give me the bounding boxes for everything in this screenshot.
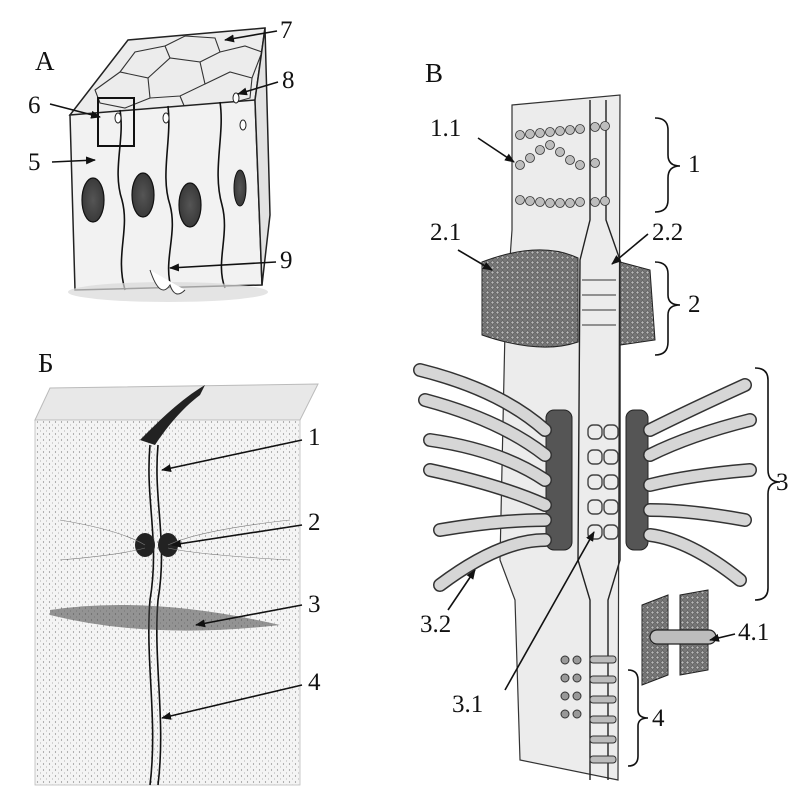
panel-a-title: А xyxy=(35,46,55,76)
label-v-1-1: 1.1 xyxy=(430,115,461,142)
panel-b-micrograph xyxy=(35,384,318,785)
bracket-v-2 xyxy=(655,262,680,355)
label-v-4-1: 4.1 xyxy=(738,619,769,646)
label-v-3-1: 3.1 xyxy=(452,691,483,718)
bracket-v-4 xyxy=(628,670,648,766)
panel-v-title: В xyxy=(425,58,443,88)
label-v-2: 2 xyxy=(688,291,701,318)
label-v-2-1: 2.1 xyxy=(430,219,461,246)
label-8: 8 xyxy=(282,67,295,94)
label-v-2-2: 2.2 xyxy=(652,219,683,246)
label-9: 9 xyxy=(280,247,293,274)
label-b-1: 1 xyxy=(308,424,321,451)
panel-v-junction-model xyxy=(420,95,750,780)
label-b-3: 3 xyxy=(308,591,321,618)
gap-junction-inset xyxy=(642,590,716,685)
label-v-3-2: 3.2 xyxy=(420,611,451,638)
panel-b-title: Б xyxy=(38,348,54,378)
leader-v-1-1 xyxy=(478,138,514,162)
label-v-1: 1 xyxy=(688,151,701,178)
label-v-4: 4 xyxy=(652,705,665,732)
label-5: 5 xyxy=(28,149,41,176)
label-7: 7 xyxy=(280,17,293,44)
label-6: 6 xyxy=(28,92,41,119)
label-b-2: 2 xyxy=(308,509,321,536)
bracket-v-1 xyxy=(655,118,680,212)
label-v-3: 3 xyxy=(776,469,789,496)
panel-a-epithelium xyxy=(68,28,270,302)
label-b-4: 4 xyxy=(308,669,321,696)
